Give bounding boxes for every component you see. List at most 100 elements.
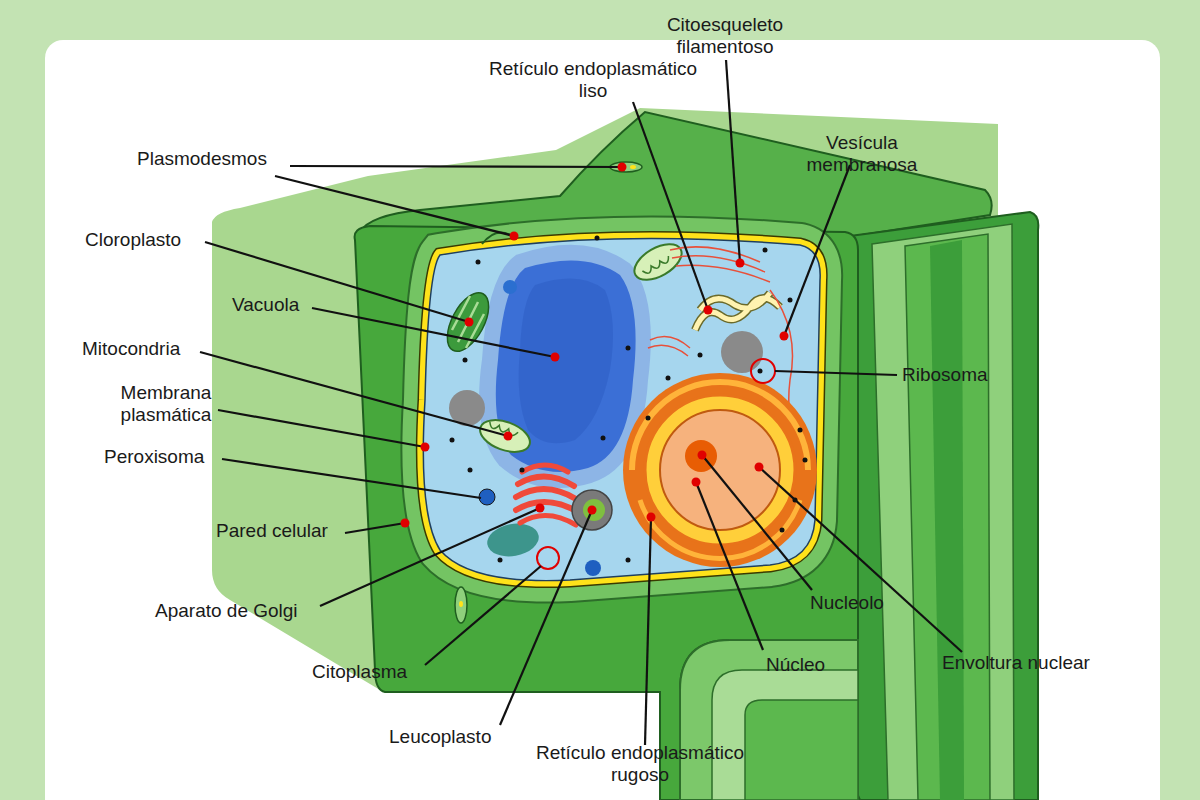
plasmodesma [459, 601, 463, 607]
leader-line [645, 517, 651, 745]
leader-line [726, 60, 740, 263]
mitochondrion-body [628, 237, 687, 287]
cytoplasm [423, 238, 820, 580]
part-label: Vacuola [232, 294, 299, 316]
ribosome-dot [450, 438, 455, 443]
ribosome-dot [758, 369, 763, 374]
nucleus [623, 373, 817, 567]
part-label: Nucleolo [810, 592, 884, 614]
leader-dot [736, 259, 745, 268]
part-label: Mitocondria [82, 338, 180, 360]
peroxisome [479, 489, 495, 505]
filament [672, 256, 765, 272]
plasma-membrane [423, 238, 820, 580]
chloroplast-body [439, 286, 497, 358]
marker-ring [751, 359, 775, 383]
leader-dot [536, 504, 545, 513]
mitochondrion-body [476, 414, 534, 458]
golgi-cisterna [520, 515, 576, 525]
golgi-cisterna [516, 502, 578, 512]
cell-wall-cutaway [680, 640, 858, 800]
ribosome-dot [595, 236, 600, 241]
plasmodesma [630, 165, 636, 169]
golgi-cisterna [518, 476, 574, 486]
cell-wall-side-layer [930, 240, 964, 800]
cell-wall-inner-edge [423, 238, 820, 580]
filament [648, 345, 688, 356]
filament [670, 247, 760, 262]
part-label: Leucoplasto [389, 726, 491, 748]
cell-wall-side-layer [905, 234, 990, 800]
leader-line [759, 467, 962, 652]
plasma-membrane-edge [423, 238, 820, 580]
part-label: Vesícula membranosa [802, 132, 922, 176]
part-label: Núcleo [766, 654, 825, 676]
part-label: Ribosoma [902, 364, 988, 386]
ribosome-dot [798, 428, 803, 433]
ribosome-dot [763, 248, 768, 253]
smooth-er-tube [695, 293, 780, 330]
leader-line [205, 242, 469, 322]
cell-wall-cutaway [745, 700, 858, 800]
rough-er [623, 373, 817, 567]
smooth-er-tube [695, 293, 780, 330]
part-label: Plasmodesmos [137, 148, 267, 170]
filament [676, 265, 770, 282]
leader-line [425, 566, 541, 665]
leucoplast-core [583, 499, 605, 521]
vesicle [585, 560, 601, 576]
golgi-apparatus [516, 465, 578, 525]
vacuole-shade [519, 279, 613, 444]
cell-wall-front-face [355, 226, 858, 800]
cell-block [212, 108, 1038, 800]
part-label: Citoplasma [312, 661, 407, 683]
part-label: Aparato de Golgi [155, 600, 298, 622]
leader-dot [698, 451, 707, 460]
ribosome-dot [498, 558, 503, 563]
open-markers [537, 359, 775, 569]
cell-membrane [423, 238, 820, 580]
leader-line [200, 352, 508, 436]
chloroplast [439, 286, 497, 358]
leucoplast-body [572, 490, 612, 530]
ribosome-dot [803, 458, 808, 463]
smooth-er [695, 293, 780, 330]
leader-line [702, 455, 812, 590]
leucoplast [572, 490, 612, 530]
leader-line [222, 459, 481, 498]
ribosome-dot [476, 260, 481, 265]
cell-wall-side-face [850, 212, 1038, 800]
ribosomes [450, 236, 793, 563]
leader-line [784, 165, 850, 336]
leader-line [633, 102, 708, 310]
ribosome-dot [698, 353, 703, 358]
leader-dot [510, 232, 519, 241]
leader-dot [551, 353, 560, 362]
leader-line [290, 166, 622, 167]
ribosome-dot [601, 436, 606, 441]
plastid [485, 520, 542, 561]
leader-line [275, 176, 514, 236]
golgi-cisterna [522, 465, 568, 472]
golgi-cisterna [516, 489, 576, 499]
leader-dot [692, 478, 701, 487]
ribosome-dot [780, 528, 785, 533]
leader-line [345, 523, 405, 533]
part-label: Retículo endoplasmático liso [483, 58, 703, 102]
leader-dot [780, 332, 789, 341]
nuclear-envelope [645, 395, 795, 545]
leader-dot [755, 463, 764, 472]
nucleoplasm [660, 410, 780, 530]
leader-dot [504, 432, 513, 441]
ribosome-dot [468, 468, 473, 473]
part-label: Pared celular [216, 520, 328, 542]
part-label: Membrana plasmática [110, 382, 222, 426]
leader-dot [421, 443, 430, 452]
leader-dot [647, 513, 656, 522]
plasmodesmata [455, 162, 642, 623]
cristae [642, 256, 670, 275]
ribosome-dot [626, 346, 631, 351]
leader-line [500, 510, 592, 725]
leader-line [320, 508, 540, 606]
